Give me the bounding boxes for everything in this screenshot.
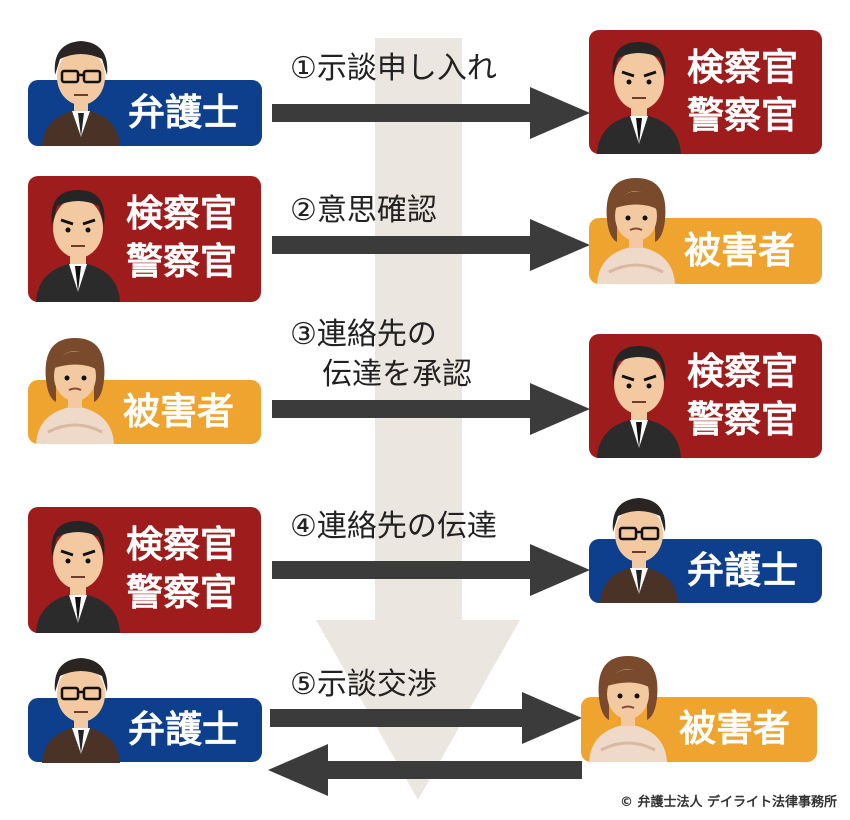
- police-label-line2: 警察官: [126, 240, 237, 283]
- lawyer-label: 弁護士: [687, 549, 798, 592]
- police-label-line1: 検察官: [126, 523, 237, 566]
- step-5-label: ⑤示談交渉: [290, 667, 437, 702]
- police-icon: [36, 521, 120, 633]
- police-label-line1: 検察官: [687, 46, 798, 89]
- lawyer-icon: [600, 498, 678, 603]
- police-label-line1: 検察官: [126, 192, 237, 235]
- lawyer-icon: [42, 658, 120, 763]
- victim-label: 被害者: [684, 229, 795, 272]
- step-3-label-line1: ③連絡先の: [290, 317, 437, 352]
- police-icon: [597, 42, 681, 154]
- arrow-right-1: [272, 87, 590, 139]
- arrow-right-4: [272, 544, 590, 596]
- lawyer-label: 弁護士: [128, 91, 239, 134]
- victim-icon: [589, 656, 667, 762]
- police-label-line2: 警察官: [687, 398, 798, 441]
- victim-icon: [36, 338, 114, 444]
- police-label-line2: 警察官: [687, 94, 798, 137]
- arrow-left-5: [268, 744, 582, 796]
- step-3-label-line2: 伝達を承認: [322, 357, 472, 392]
- victim-label: 被害者: [679, 707, 790, 750]
- police-label-line1: 検察官: [687, 350, 798, 393]
- victim-icon: [597, 178, 675, 284]
- lawyer-label: 弁護士: [128, 708, 239, 751]
- arrow-right-2: [272, 219, 590, 271]
- police-icon: [597, 346, 681, 458]
- lawyer-icon: [42, 41, 120, 146]
- arrow-right-5: [270, 692, 582, 744]
- police-icon: [36, 190, 120, 302]
- arrow-right-3: [272, 383, 590, 435]
- step-2-label: ②意思確認: [290, 193, 437, 228]
- police-label-line2: 警察官: [126, 571, 237, 614]
- victim-label: 被害者: [123, 390, 234, 433]
- step-4-label: ④連絡先の伝達: [290, 509, 497, 544]
- copyright-credit: © 弁護士法人 デイライト法律事務所: [620, 795, 838, 810]
- step-1-label: ①示談申し入れ: [290, 51, 497, 86]
